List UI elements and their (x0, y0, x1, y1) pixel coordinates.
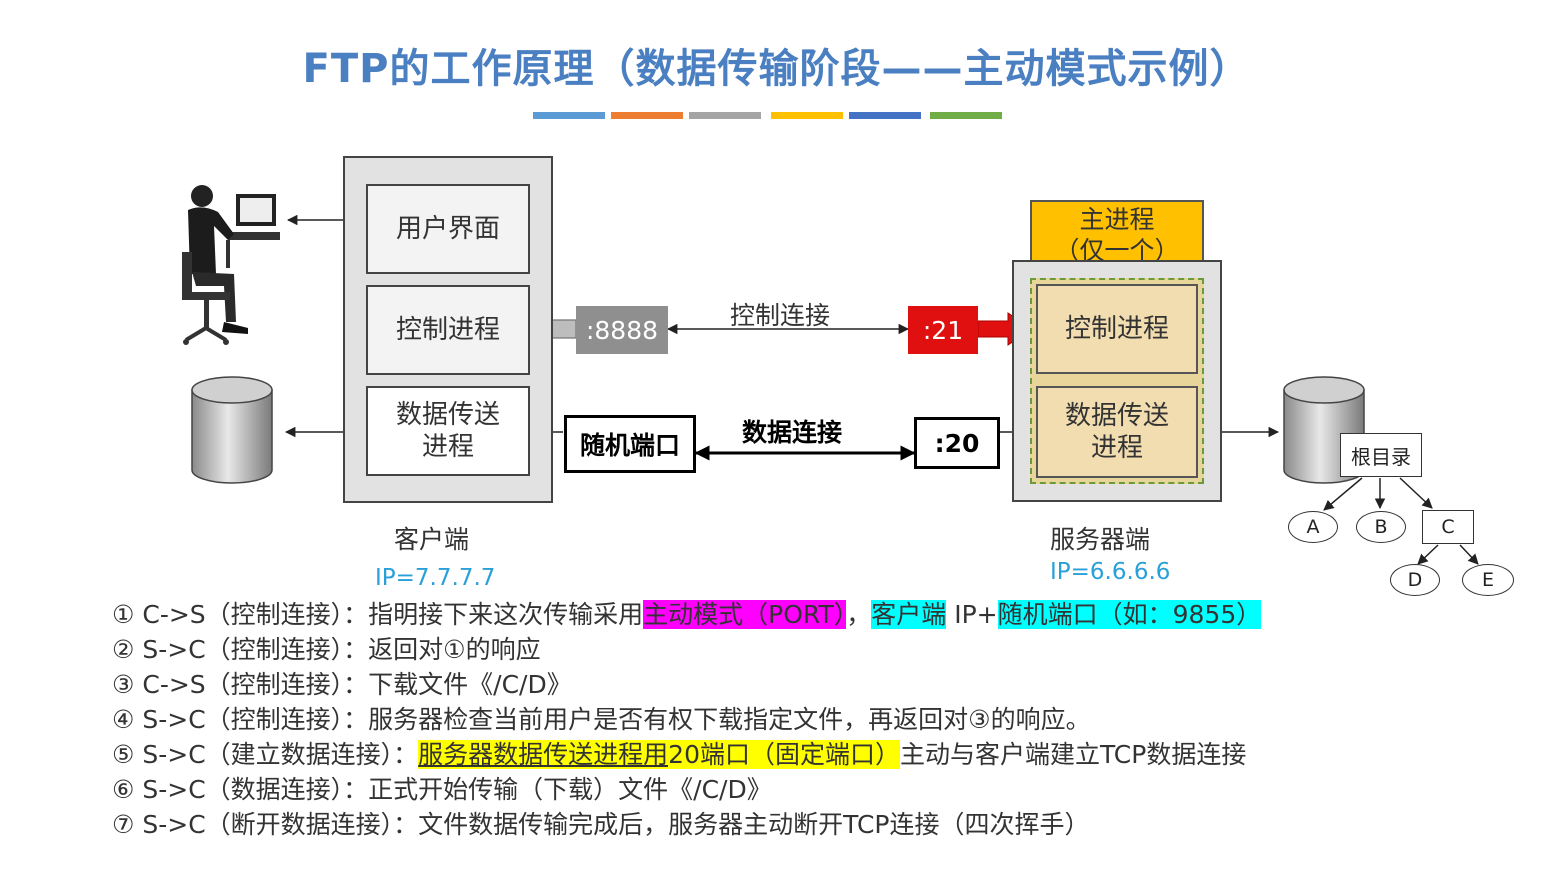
tree-root-node: 根目录 (1340, 433, 1422, 477)
title-colorbar-segment (849, 112, 921, 119)
client-data-process-box: 数据传送 进程 (366, 386, 530, 476)
control-connection-label: 控制连接 (730, 301, 831, 330)
tree-node-b: B (1356, 511, 1406, 543)
client-disk-icon (191, 376, 273, 484)
page-title: FTP的工作原理（数据传输阶段——主动模式示例） (302, 46, 1251, 92)
server-ip: IP=6.6.6.6 (1050, 559, 1171, 585)
step-1-client-highlight: 客户端 (871, 600, 947, 629)
server-control-process-box: 控制进程 (1036, 284, 1198, 374)
client-control-process-box: 控制进程 (366, 285, 530, 375)
tree-node-d: D (1390, 564, 1440, 596)
client-ip: IP=7.7.7.7 (375, 565, 496, 591)
tree-node-a: A (1288, 511, 1338, 543)
step-1-ip-text: IP+ (946, 600, 998, 629)
title-colorbar-segment (689, 112, 761, 119)
title-colorbar-segment (771, 112, 843, 119)
server-data-process-label-line2: 进程 (1090, 433, 1143, 463)
data-connection-label: 数据连接 (742, 418, 843, 447)
step-3: ③ C->S（控制连接）：下载文件《/C/D》 (112, 670, 572, 699)
server-data-process-box: 数据传送 进程 (1036, 386, 1198, 478)
client-control-process-label: 控制进程 (395, 314, 500, 345)
step-5-tail-text: 主动与客户端建立TCP数据连接 (899, 740, 1247, 769)
step-1-port-highlight: 随机端口（如：9855） (997, 600, 1262, 629)
client-data-process-label-line2: 进程 (421, 432, 474, 462)
step-1-separator: ， (846, 600, 872, 629)
client-ui-box: 用户界面 (366, 184, 530, 274)
client-ui-label: 用户界面 (395, 213, 500, 244)
client-data-process-label-line1: 数据传送 (395, 399, 500, 430)
title-colorbar-segment (930, 112, 1002, 119)
step-4: ④ S->C（控制连接）：服务器检查当前用户是否有权下载指定文件，再返回对③的响… (112, 705, 1091, 734)
client-control-port: :8888 (576, 306, 668, 354)
server-main-process-line1: 主进程 (1079, 204, 1155, 234)
client-label: 客户端 (394, 525, 470, 554)
server-data-port: :20 (914, 417, 1000, 469)
step-5-text: ⑤ S->C（建立数据连接）： (112, 740, 419, 769)
step-7: ⑦ S->C（断开数据连接）：文件数据传输完成后，服务器主动断开TCP连接（四次… (112, 810, 1090, 839)
client-data-port: 随机端口 (564, 415, 696, 473)
step-5-port-highlight: 20端口（固定端口） (668, 740, 900, 769)
server-label: 服务器端 (1050, 525, 1151, 554)
step-5-server-highlight: 服务器数据传送进程用 (418, 740, 669, 769)
tree-node-e: E (1462, 564, 1514, 596)
title-colorbar-segment (611, 112, 683, 119)
step-1-text: ① C->S（控制连接）：指明接下来这次传输采用 (112, 600, 644, 629)
title-colorbar-segment (533, 112, 605, 119)
server-data-process-label-line1: 数据传送 (1064, 400, 1169, 431)
tree-node-c: C (1422, 510, 1474, 544)
server-control-process-label: 控制进程 (1064, 313, 1169, 344)
server-control-port: :21 (908, 306, 978, 354)
step-1-mode-highlight: 主动模式（PORT） (643, 600, 847, 629)
step-2: ② S->C（控制连接）：返回对①的响应 (112, 635, 541, 664)
step-5: ⑤ S->C（建立数据连接）：服务器数据传送进程用20端口（固定端口）主动与客户… (112, 737, 1246, 772)
step-6: ⑥ S->C（数据连接）：正式开始传输（下载）文件《/C/D》 (112, 775, 772, 804)
step-1: ① C->S（控制连接）：指明接下来这次传输采用主动模式（PORT），客户端 I… (112, 597, 1262, 632)
user-at-computer-icon (182, 185, 280, 345)
